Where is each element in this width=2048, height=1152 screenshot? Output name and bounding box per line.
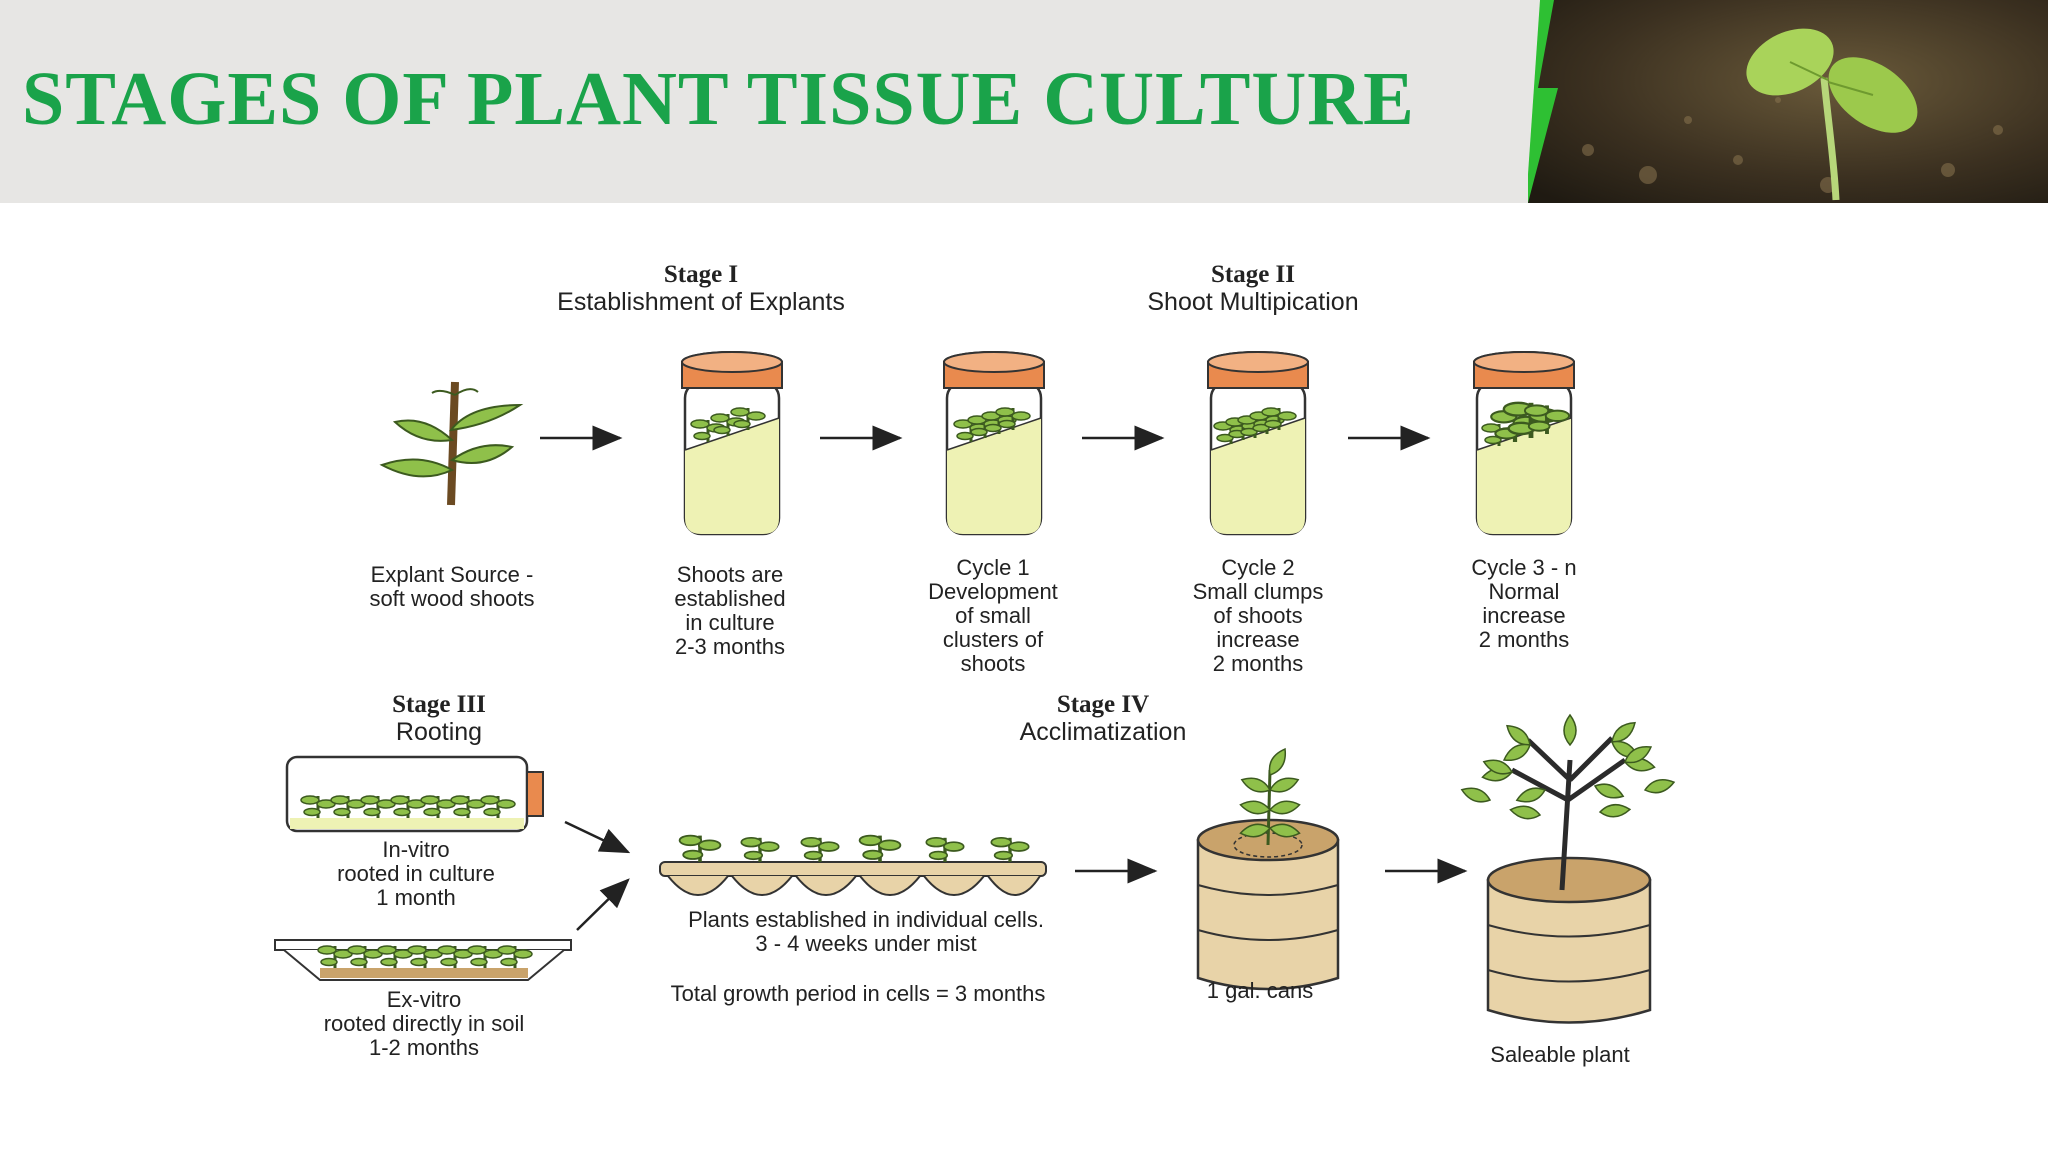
stage-2-header: Stage II Shoot Multipication	[1130, 261, 1376, 317]
cycle2-label: Cycle 2 Small clumps of shoots increase …	[1192, 555, 1324, 676]
cells-label: Plants established in individual cells. …	[688, 907, 1044, 956]
exvitro-tray-icon	[274, 939, 572, 981]
shoots-established-label: Shoots are established in culture 2-3 mo…	[674, 562, 786, 659]
gallon-cans-label: 1 gal. cans	[1206, 978, 1314, 1003]
jar-stage1-icon	[680, 350, 784, 536]
stage-1-header: Stage I Establishment of Explants	[528, 261, 874, 317]
explant-label: Explant Source - soft wood shoots	[369, 562, 535, 611]
stage-4-name: Acclimatization	[1019, 718, 1187, 746]
stage-3-number: Stage III	[392, 691, 486, 718]
saleable-plant-label: Saleable plant	[1490, 1042, 1630, 1067]
stage-4-header: Stage IV Acclimatization	[970, 691, 1236, 747]
jar-cycle2-icon	[1206, 350, 1310, 536]
exvitro-label: Ex-vitro rooted directly in soil 1-2 mon…	[323, 987, 525, 1060]
cycle3-label: Cycle 3 - n Normal increase 2 months	[1471, 555, 1577, 652]
stage-2-number: Stage II	[1210, 261, 1296, 288]
jar-cycle3-icon	[1472, 350, 1576, 536]
cell-tray-icon	[659, 833, 1047, 896]
invitro-label: In-vitro rooted in culture 1 month	[337, 837, 495, 910]
jar-cycle1-icon	[942, 350, 1046, 536]
stage-4-number: Stage IV	[1056, 691, 1150, 718]
explant-shoot-icon	[379, 381, 524, 506]
stage-3-name: Rooting	[395, 718, 483, 746]
stage-1-number: Stage I	[663, 261, 739, 288]
stage-1-name: Establishment of Explants	[557, 288, 845, 316]
invitro-container-icon	[285, 755, 544, 833]
flow-arrows	[540, 425, 1468, 931]
stage-3-header: Stage III Rooting	[356, 691, 522, 747]
cycle1-label: Cycle 1 Development of small clusters of…	[928, 555, 1058, 676]
seedling-photo	[1528, 0, 2048, 203]
saleable-plant-icon	[1459, 714, 1677, 1024]
gallon-can-icon	[1196, 745, 1340, 991]
stage-2-name: Shoot Multipication	[1147, 288, 1359, 316]
total-growth-label: Total growth period in cells = 3 months	[670, 981, 1046, 1006]
slide-title: STAGES OF PLANT TISSUE CULTURE	[22, 57, 1415, 141]
